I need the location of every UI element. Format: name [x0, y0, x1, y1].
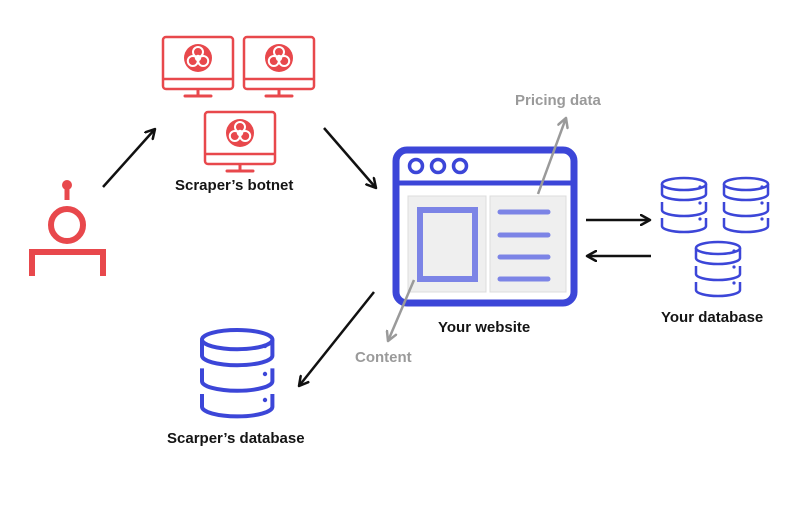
database-status-dots [698, 185, 764, 285]
pricing-data-label: Pricing data [515, 92, 601, 109]
arrow-content [388, 279, 416, 341]
website-label: Your website [438, 319, 531, 336]
arrow-website-to-scraper-database [299, 291, 375, 386]
botnet-computer-icon [161, 35, 235, 98]
arrow-botnet-to-website [323, 127, 376, 188]
botnet-computer-icon [203, 110, 277, 173]
scraper-robot-icon [29, 180, 106, 276]
botnet-computer-icon [242, 35, 316, 98]
content-label: Content [355, 349, 412, 366]
scraper-database-icon [202, 330, 272, 416]
your-database-label: Your database [661, 309, 764, 326]
botnet-label: Scraper’s botnet [175, 177, 294, 194]
website-browser-icon [392, 146, 578, 307]
scraper-database-label: Scarper’s database [167, 430, 305, 447]
arrow-scraper-to-botnet [102, 129, 155, 188]
arrow-pricing-data [536, 118, 566, 195]
